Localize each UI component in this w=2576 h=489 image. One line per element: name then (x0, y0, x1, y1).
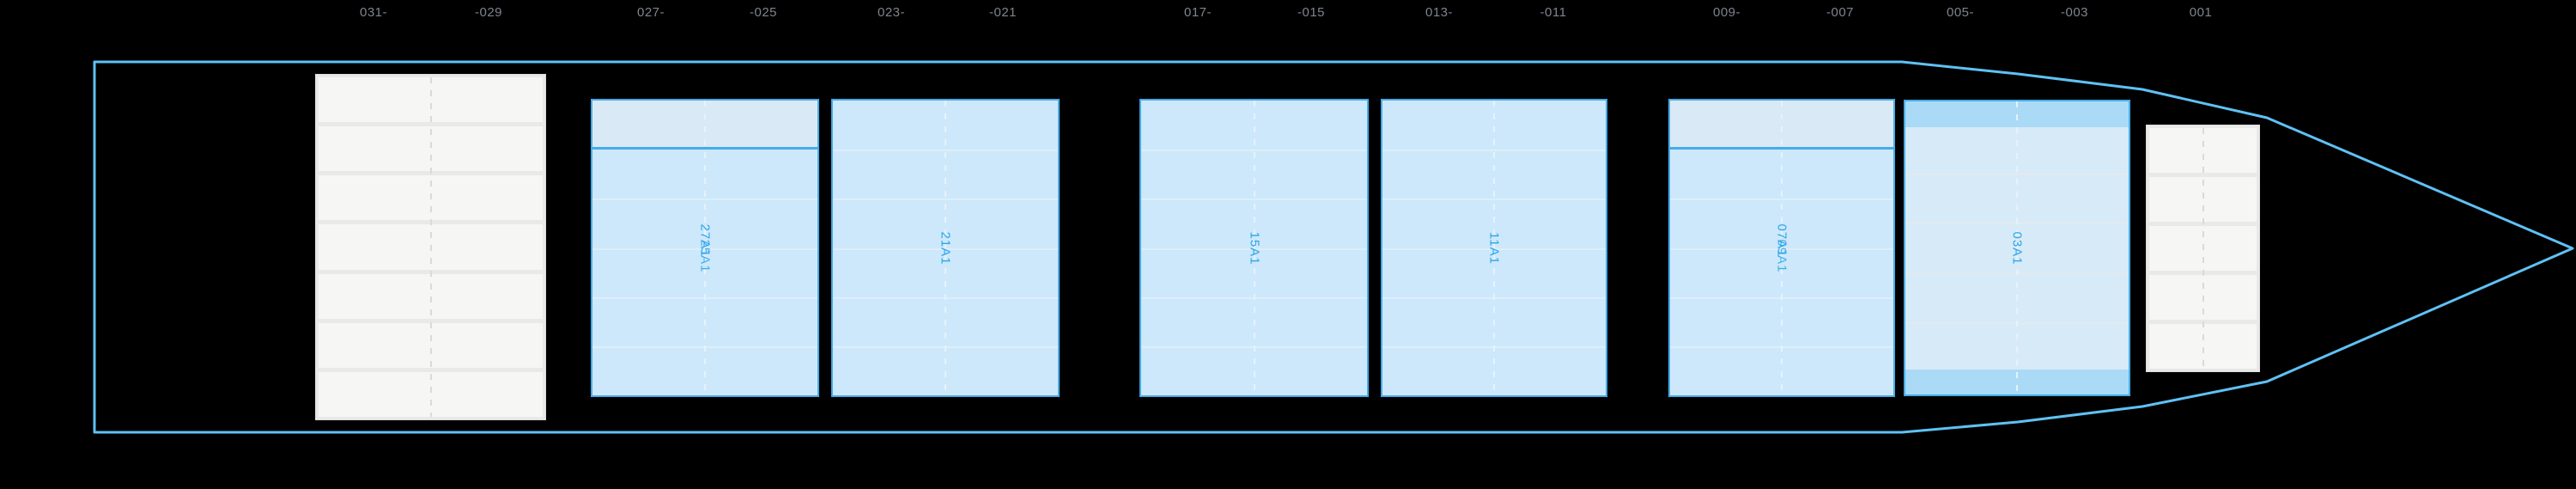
ruler-label-025: -025 (749, 5, 778, 20)
bay-center-dashline (429, 77, 432, 417)
ruler-label-009: 009- (1712, 5, 1741, 20)
ruler-label-015: -015 (1297, 5, 1326, 20)
bay-label-21A1: 21A1 (938, 230, 953, 266)
bay-center-dashline (945, 101, 946, 395)
ruler-label-013: 013- (1425, 5, 1454, 20)
bay-center-dashline (1253, 101, 1255, 395)
hull-outline-polygon (93, 60, 2574, 434)
ruler-label-017: 017- (1183, 5, 1212, 20)
ruler-label-001: 001 (2189, 5, 2213, 20)
bay-center-dashline (1493, 101, 1495, 395)
stern-slot-block[interactable] (315, 74, 546, 420)
ruler-label-029: -029 (474, 5, 503, 20)
cargo-bay-15[interactable]: 15A1 (1139, 99, 1369, 397)
bow-slot-block[interactable] (2146, 125, 2260, 372)
ruler-label-005: 005- (1946, 5, 1975, 20)
cargo-bay-03[interactable]: 03A1 (1904, 100, 2130, 396)
bay-number-ruler: 031- -029 027- -025 023- -021 017- -015 013- -011… (0, 0, 2576, 26)
ruler-label-027: 027- (636, 5, 665, 20)
bay-center-dashline (1781, 101, 1783, 395)
bay-label-03A1: 03A1 (2009, 230, 2025, 266)
bay-center-dashline (704, 101, 706, 395)
cargo-bay-11[interactable]: 11A1 (1381, 99, 1607, 397)
bay-label-09A1: 09A1 (1774, 238, 1789, 273)
ruler-label-003: -003 (2060, 5, 2089, 20)
bay-label-15A1: 15A1 (1247, 230, 1261, 266)
ruler-label-011: -011 (1540, 5, 1567, 20)
ruler-label-007: -007 (1826, 5, 1855, 20)
bay-label-25A1: 25A1 (697, 238, 713, 273)
ruler-label-031: 031- (359, 5, 388, 20)
ruler-label-023: 023- (877, 5, 906, 20)
ruler-label-021: -021 (988, 5, 1018, 20)
bay-label-11A1: 11A1 (1486, 231, 1502, 265)
bay-center-dashline (2202, 128, 2204, 369)
cargo-bay-21[interactable]: 21A1 (831, 99, 1060, 397)
bay-center-dashline (2016, 101, 2018, 394)
